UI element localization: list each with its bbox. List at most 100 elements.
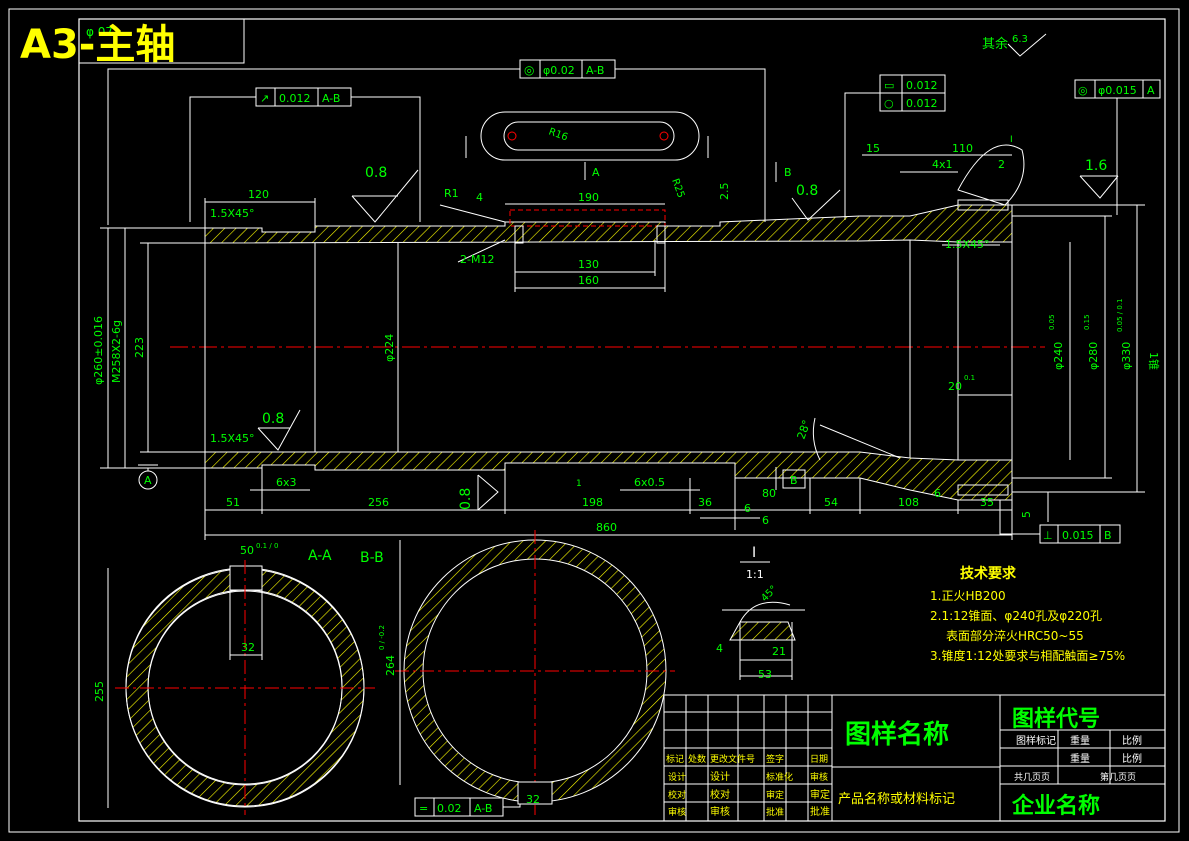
title-small: φ 07 — [86, 25, 113, 39]
dim-5: 5 — [1020, 511, 1033, 518]
keyway-top — [509, 209, 666, 227]
svg-text:0.8: 0.8 — [262, 411, 284, 427]
roughness-symbol-5: 1.6 — [1079, 158, 1119, 199]
svg-text:0.012: 0.012 — [279, 92, 311, 105]
thread-detail-top — [957, 199, 1009, 211]
dim-4: 4 — [476, 191, 483, 204]
dim-28-deg: 28° — [795, 418, 814, 441]
dim-phi-280-tol: 0.15 — [1083, 314, 1091, 330]
dim-chamfer-1: 1.5X45° — [210, 207, 255, 220]
svg-text:0.8: 0.8 — [458, 488, 474, 510]
svg-text:0.8: 0.8 — [365, 165, 387, 181]
section-aa-view — [115, 560, 375, 815]
dim-1: 1 — [576, 479, 582, 489]
dimension-lines-top — [204, 154, 1012, 292]
dim-256: 256 — [368, 496, 389, 509]
tolerance-frame-coaxial-a: ◎ φ0.015 A — [1074, 79, 1161, 99]
dim-80: 80 — [762, 487, 776, 500]
dim-6-c: 6 — [762, 514, 769, 527]
dim-108: 108 — [898, 496, 919, 509]
svg-text:B: B — [1104, 529, 1112, 542]
section-aa-label: A-A — [308, 548, 332, 564]
detail-I-circle — [957, 144, 1025, 206]
dim-r1: R1 — [444, 187, 459, 200]
dim-130: 130 — [578, 258, 599, 271]
svg-text:◎: ◎ — [524, 63, 534, 77]
tb-r2c: 审定 — [766, 789, 784, 801]
dim-223: 223 — [133, 337, 146, 358]
dim-2: 2 — [998, 158, 1005, 171]
tb-r3b: 审核 — [710, 805, 730, 818]
tb-col-mark: 图样标记 — [1016, 734, 1056, 747]
leader-f1-left — [107, 68, 520, 225]
tb-h-count: 处数 — [688, 753, 706, 765]
inner-border — [78, 18, 1166, 822]
svg-text:↗: ↗ — [260, 92, 269, 105]
outer-border — [8, 8, 1180, 833]
svg-text:A-B: A-B — [474, 802, 492, 815]
tb-r3d: 批准 — [810, 805, 830, 818]
section-B-label-lower: B — [790, 474, 798, 487]
svg-text:0.02: 0.02 — [437, 802, 462, 815]
dim-860: 860 — [596, 521, 617, 534]
svg-text:▭: ▭ — [884, 79, 894, 92]
leader-f5 — [999, 500, 1040, 535]
dim-51: 51 — [226, 496, 240, 509]
detail-dim-21: 21 — [772, 645, 786, 658]
section-dim-32-b: 32 — [526, 793, 540, 806]
tb-r2d: 审定 — [810, 788, 830, 801]
tolerance-frame-coaxial: ◎ φ0.02 A-B — [519, 59, 616, 79]
dim-6-b: 6 — [744, 502, 751, 515]
svg-text:φ0.015: φ0.015 — [1098, 84, 1137, 97]
leader-f1-right — [615, 68, 766, 222]
dimension-lines-right — [958, 204, 1145, 522]
tb-company: 企业名称 — [1011, 793, 1100, 819]
svg-text:0.8: 0.8 — [796, 183, 818, 199]
tb-col-scale: 比例 — [1122, 734, 1142, 747]
dim-phi-280: φ280 — [1087, 342, 1100, 370]
tb-r2b: 校对 — [710, 788, 730, 801]
tech-line-4: 3.锥度1:12处要求与相配触面≥75% — [930, 648, 1125, 663]
detail-dim-4: 4 — [716, 642, 723, 655]
datum-B-box — [782, 469, 806, 489]
dim-190: 190 — [578, 191, 599, 204]
svg-text:=: = — [419, 802, 428, 815]
dim-2-m12: 2-M12 — [460, 253, 494, 266]
dim-54: 54 — [824, 496, 838, 509]
tb-r1a: 设计 — [668, 771, 686, 783]
roughness-other-value: 6.3 — [1012, 34, 1028, 45]
detail-scale: 1:1 — [746, 568, 764, 581]
dim-phi-224: φ224 — [383, 334, 396, 362]
tb-r2a: 校对 — [668, 789, 686, 801]
dim-m258: M258X2-6g — [110, 320, 123, 383]
detail-i-view — [722, 601, 805, 680]
dim-6-a: 6 — [934, 487, 941, 500]
roughness-symbol-4: 0.8 — [458, 474, 499, 511]
svg-text:A-B: A-B — [586, 64, 604, 77]
section-dim-264-tol: 0 / -0.2 — [378, 625, 386, 650]
svg-text:⊥: ⊥ — [1043, 529, 1053, 542]
section-B-label: B — [784, 166, 792, 179]
tb-col-scale-2: 比例 — [1122, 752, 1142, 765]
tech-line-1: 1.正火HB200 — [930, 589, 1006, 603]
dim-20-tol: 0.1 — [964, 374, 975, 382]
svg-text:φ0.02: φ0.02 — [543, 64, 575, 77]
dim-36: 36 — [698, 496, 712, 509]
dim-chamfer-2: 1.5X45° — [210, 432, 255, 445]
dim-phi-260: φ260±0.016 — [92, 316, 105, 385]
tb-page: 第几页页 — [1100, 771, 1136, 783]
tb-r1d: 审核 — [810, 771, 828, 783]
tb-h-file: 更改文件号 — [710, 753, 755, 765]
shaft-lower-wall — [204, 451, 1013, 501]
dimension-lines-left — [100, 227, 399, 469]
tech-line-3: 表面部分淬火HRC50~55 — [946, 628, 1084, 643]
leader-f2 — [189, 96, 256, 222]
section-dim-32-a: 32 — [241, 641, 255, 654]
svg-text:○: ○ — [884, 97, 894, 110]
datum-A-label: A — [144, 474, 152, 487]
section-bb-view — [395, 530, 675, 815]
section-A-label: A — [592, 166, 600, 179]
dim-6x0-5: 6x0.5 — [634, 476, 665, 489]
detail-angle: 45° — [759, 584, 779, 604]
dim-6x3: 6x3 — [276, 476, 297, 489]
